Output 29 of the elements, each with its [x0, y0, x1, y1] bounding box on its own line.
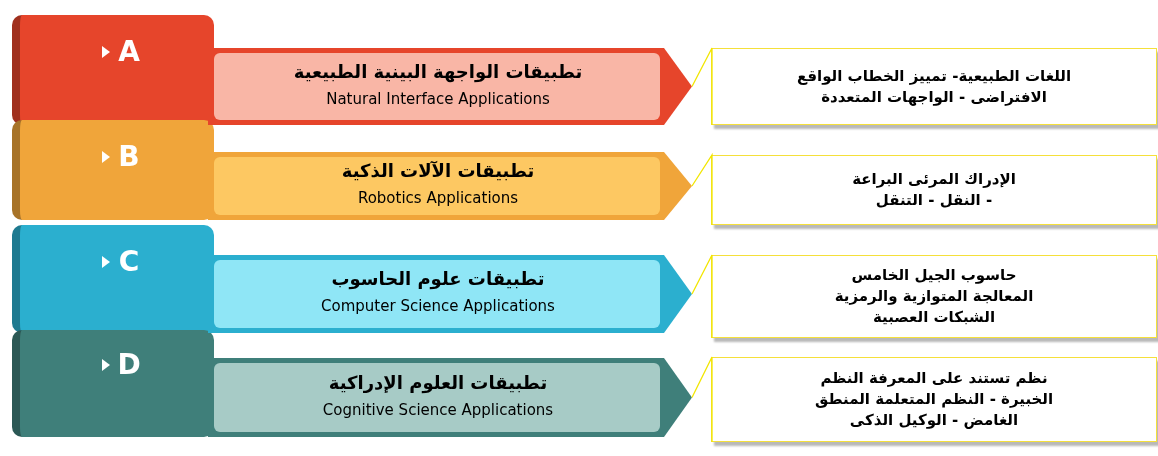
ribbon-tab	[12, 225, 214, 333]
ribbon-tab	[12, 120, 214, 220]
title-text: تطبيقات علوم الحاسوب	[330, 267, 546, 291]
tab-letter: C	[117, 246, 141, 278]
text-box	[711, 48, 1157, 125]
description-text: نظم تستند على المعرفة النظم الخبيرة - النظم المتعلمة المنطق الغامض - الوكيل الذكى	[813, 368, 1055, 431]
ribbon-tab	[12, 15, 214, 125]
title-text: تطبيقات العلوم الإدراكية	[327, 370, 549, 395]
connector-line	[691, 254, 713, 339]
subtitle-text: Computer Science Applications	[320, 296, 556, 316]
subtitle-text: Cognitive Science Applications	[321, 399, 555, 420]
description-text: الإدراك المرئى البراعة - النقل - التنقل	[851, 169, 1017, 211]
subtitle-text: Robotics Applications	[356, 188, 520, 208]
text-box	[711, 155, 1157, 225]
tab-letter: D	[116, 349, 142, 381]
text-box	[711, 357, 1157, 442]
title-text: تطبيقات الواجهة البينية الطبيعية	[292, 59, 584, 84]
description-text: اللغات الطبيعية- تمييز الخطاب الواقع الافتراضى - الواجهات المتعددة	[795, 65, 1073, 108]
connector-line	[691, 356, 713, 443]
title-text: تطبيقات الآلات الذكية	[340, 159, 536, 183]
connector-line	[691, 47, 713, 126]
ribbon-tab	[12, 330, 214, 437]
tab-letter: A	[117, 36, 141, 68]
connector-line	[691, 152, 713, 226]
arrow-box	[208, 152, 692, 220]
tab-letter: B	[117, 141, 141, 173]
text-box	[711, 255, 1157, 338]
subtitle-text: Natural Interface Applications	[325, 88, 551, 109]
description-text: حاسوب الجيل الخامس المعالجة المتوازية والرمزية الشبكات العصبية	[833, 265, 1035, 328]
